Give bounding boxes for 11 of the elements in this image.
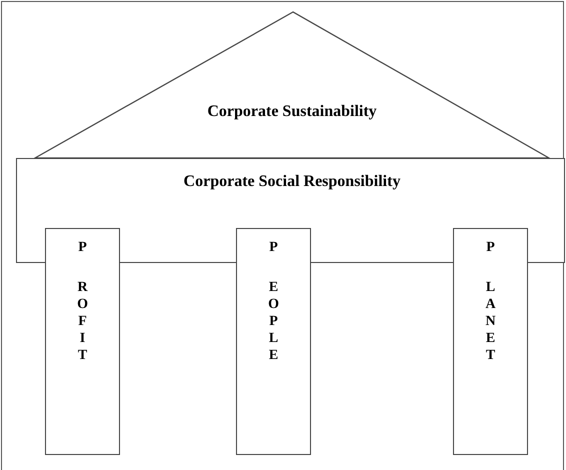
roof-title: Corporate Sustainability: [206, 103, 378, 121]
pillar-word: LANET: [486, 279, 494, 364]
pillar-box: [236, 228, 311, 455]
pillar-initial: P: [269, 240, 278, 256]
pillar-word: EOPLE: [270, 279, 278, 364]
pillar-word: ROFIT: [78, 279, 86, 364]
pillar-box: [453, 228, 528, 455]
pillar-initial: P: [78, 240, 87, 256]
pillar-box: [45, 228, 120, 455]
band-title: Corporate Social Responsibility: [182, 173, 402, 191]
pillar-initial: P: [486, 240, 495, 256]
